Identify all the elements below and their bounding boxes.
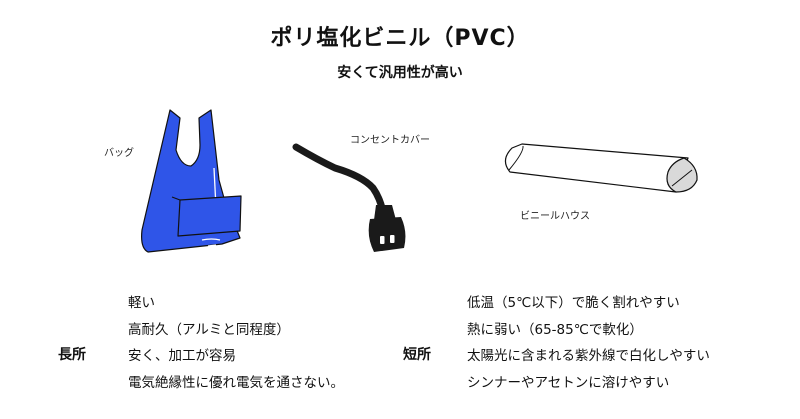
bag-illustration [141, 109, 242, 253]
plug-slot-left [380, 236, 385, 244]
page-subtitle: 安くて汎用性が高い [337, 65, 463, 81]
list-item: 軽い [128, 295, 155, 311]
list-item: 太陽光に含まれる紫外線で白化しやすい [467, 348, 710, 364]
label-house: ビニールハウス [520, 211, 590, 222]
list-item: シンナーやアセトンに溶けやすい [467, 374, 670, 391]
house-illustration [504, 143, 698, 193]
cons-heading: 短所 [403, 347, 431, 363]
plug-neck [374, 205, 396, 220]
pros-list: 軽い 高耐久（アルミと同程度） 安く、加工が容易 電気絶縁性に優れ電気を通さない… [128, 290, 344, 396]
tube-inner-line [508, 145, 524, 171]
cable [292, 143, 387, 216]
plug-slot-right [390, 235, 395, 243]
page-title: ポリ塩化ビニル（PVC） [270, 26, 530, 51]
tube-body [504, 143, 689, 193]
tube-end-edge [671, 169, 693, 187]
bag-pocket-top [171, 196, 181, 201]
list-item: 安く、加工が容易 [128, 348, 236, 364]
bag-bottom-highlight-2 [207, 244, 217, 247]
cons-list: 低温（5℃以下）で脆く割れやすい 熱に弱い（65-85℃で軟化） 太陽光に含まれ… [467, 290, 710, 396]
label-cover: コンセントカバー [350, 135, 430, 146]
list-item: 電気絶縁性に優れ電気を通さない。 [128, 374, 344, 391]
cover-illustration [292, 143, 406, 252]
bag-pocket [177, 195, 242, 237]
bag-bottom-highlight [201, 238, 221, 241]
plug-head [368, 217, 406, 252]
pros-heading: 長所 [58, 347, 86, 363]
bag-handle-highlight [182, 125, 187, 151]
list-item: 低温（5℃以下）で脆く割れやすい [467, 295, 680, 311]
label-bag: バッグ [104, 148, 134, 159]
list-item: 高耐久（アルミと同程度） [128, 321, 290, 338]
list-item: 熱に弱い（65-85℃で軟化） [467, 321, 643, 338]
